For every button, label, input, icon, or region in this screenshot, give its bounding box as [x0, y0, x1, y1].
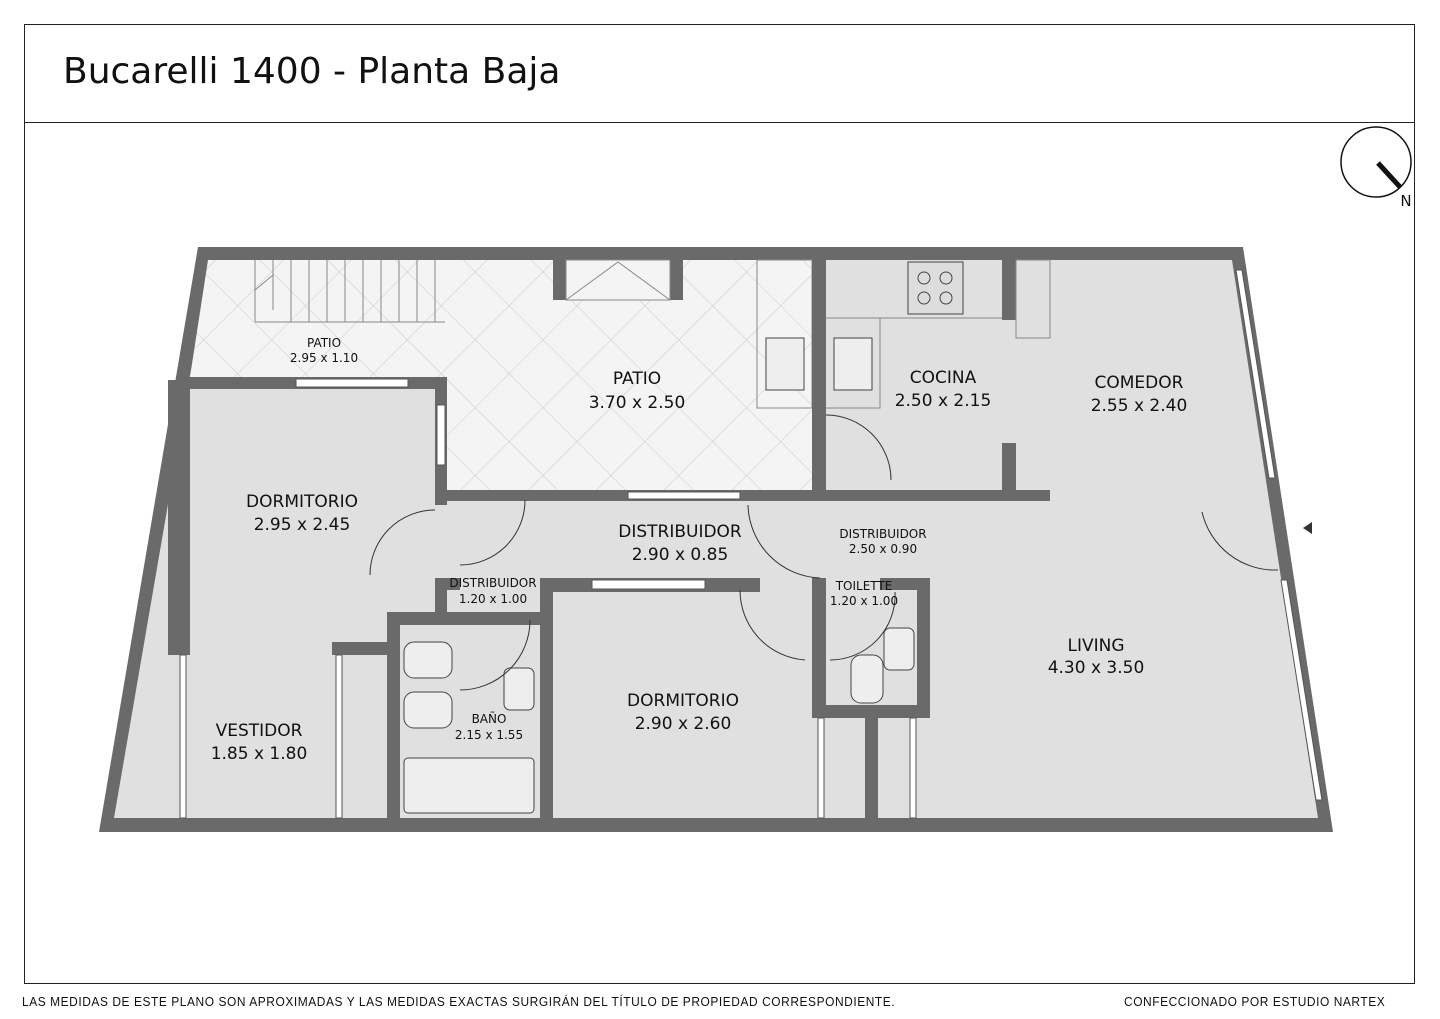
room-labels: PATIO 2.95 x 1.10 PATIO 3.70 x 2.50 COCI… [211, 336, 1188, 764]
room-name: COCINA [910, 368, 977, 388]
room-name: DORMITORIO [246, 492, 358, 512]
title-bar: Bucarelli 1400 - Planta Baja [25, 25, 1414, 123]
room-name: TOILETTE [835, 579, 893, 593]
room-name: COMEDOR [1095, 373, 1184, 393]
room-size: 1.20 x 1.00 [830, 594, 898, 608]
room-size: 2.95 x 2.45 [254, 515, 351, 535]
room-size: 2.55 x 2.40 [1091, 396, 1188, 416]
room-size: 2.90 x 2.60 [635, 714, 732, 734]
plan-frame: Bucarelli 1400 - Planta Baja [24, 24, 1415, 984]
room-size: 2.50 x 2.15 [895, 391, 992, 411]
windows [179, 269, 1323, 819]
room-size: 3.70 x 2.50 [589, 393, 686, 413]
kitchen-counter [826, 317, 1002, 409]
entrance-arrow-icon [1303, 522, 1312, 534]
room-size: 4.30 x 3.50 [1048, 658, 1145, 678]
stairs [254, 260, 445, 323]
room-size: 2.90 x 0.85 [632, 545, 729, 565]
room-name: BAÑO [472, 711, 507, 726]
disclaimer-text: LAS MEDIDAS DE ESTE PLANO SON APROXIMADA… [22, 994, 896, 1009]
plan-title: Bucarelli 1400 - Planta Baja [63, 51, 561, 92]
credit-text: CONFECCIONADO POR ESTUDIO NARTEX [1124, 994, 1386, 1009]
room-size: 2.50 x 0.90 [849, 542, 917, 556]
room-size: 1.85 x 1.80 [211, 744, 308, 764]
sink-icon [765, 337, 873, 391]
room-name: DISTRIBUIDOR [839, 527, 926, 541]
room-name: DISTRIBUIDOR [449, 576, 536, 590]
room-size: 1.20 x 1.00 [459, 592, 527, 606]
room-name: DISTRIBUIDOR [618, 522, 742, 542]
north-compass-icon: N [1340, 126, 1412, 210]
bathroom-fixtures [403, 627, 915, 814]
room-name: LIVING [1067, 636, 1124, 656]
compass-north-label: N [1400, 192, 1411, 210]
doors [369, 414, 1279, 691]
room-size: 2.95 x 1.10 [290, 351, 358, 365]
room-size: 2.15 x 1.55 [455, 728, 523, 742]
patio-planter [553, 259, 683, 301]
room-name: PATIO [307, 336, 341, 350]
room-name: PATIO [613, 369, 661, 389]
cooktop-icon [907, 261, 964, 315]
room-name: DORMITORIO [627, 691, 739, 711]
room-name: VESTIDOR [216, 721, 303, 741]
